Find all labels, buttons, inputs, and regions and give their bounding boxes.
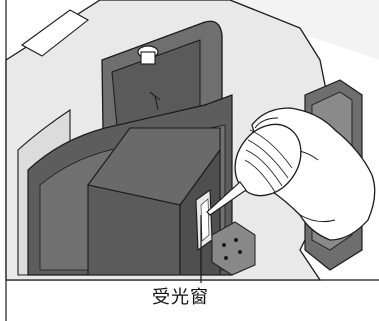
sensor-block [211,221,256,276]
light-window-label: 受光窗 [152,287,209,308]
release-knob [137,45,159,65]
blower-bulb [206,123,302,216]
light-receiving-window [195,188,213,252]
